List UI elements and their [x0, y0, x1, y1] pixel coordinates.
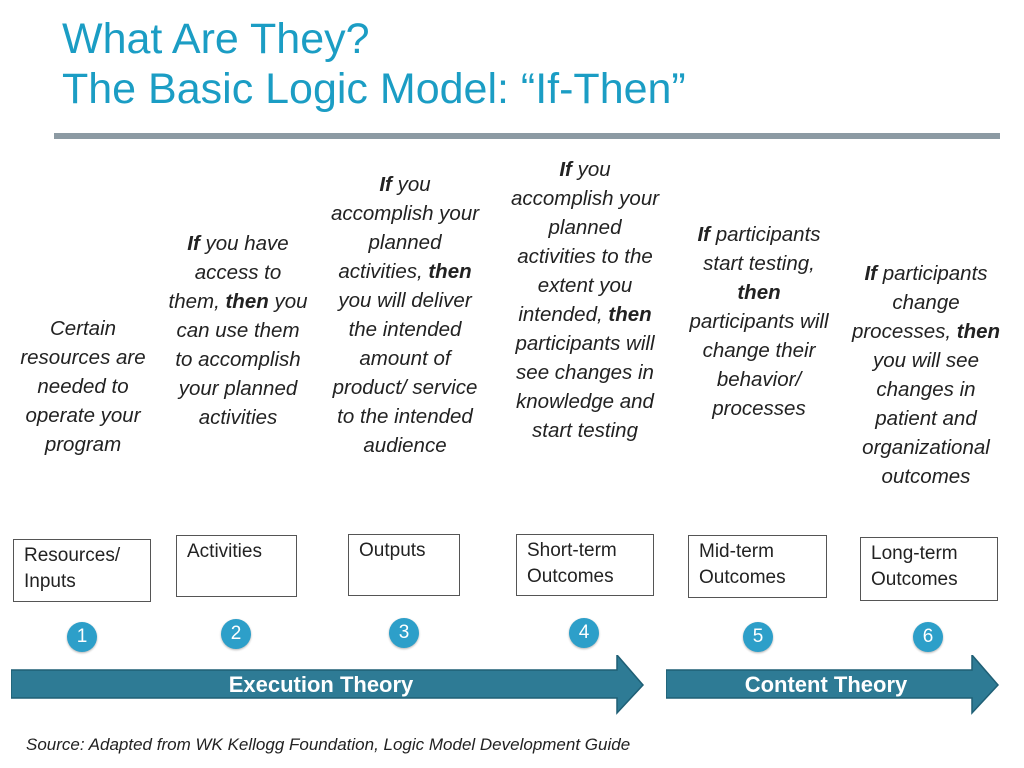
- column-1-text: Certain resources are needed to operate …: [16, 314, 150, 459]
- activities-box: Activities: [176, 535, 297, 597]
- source-citation: Source: Adapted from WK Kellogg Foundati…: [26, 735, 631, 754]
- title-line-1: What Are They?: [62, 15, 370, 63]
- step-number-6: 6: [913, 622, 943, 652]
- step-number-4: 4: [569, 618, 599, 648]
- emphasis-keyword: then: [225, 290, 269, 313]
- content-theory-arrow: [666, 655, 1000, 715]
- emphasis-keyword: If: [187, 232, 200, 255]
- step-number-3: 3: [389, 618, 419, 648]
- text-segment: you will deliver the intended amount of …: [332, 289, 478, 457]
- step-number-1: 1: [67, 622, 97, 652]
- box-label-line-2: Outcomes: [527, 566, 614, 587]
- box-label-line-1: Mid-term: [699, 541, 774, 562]
- emphasis-keyword: then: [428, 260, 472, 283]
- execution-theory-label: Execution Theory: [228, 672, 414, 697]
- text-segment: you can use them to accomplish your plan…: [175, 290, 308, 429]
- title-line-2: The Basic Logic Model: “If-Then”: [62, 65, 686, 113]
- emphasis-keyword: If: [864, 262, 877, 285]
- text-segment: you will see changes in patient and orga…: [862, 349, 990, 488]
- column-5-text: If participants start testing, then part…: [686, 220, 832, 423]
- text-segment: participants will change their behavior/…: [689, 310, 829, 420]
- box-label-line-1: Activities: [187, 541, 262, 562]
- long-term-outcomes-box: Long-term Outcomes: [860, 537, 998, 601]
- text-segment: you accomplish your planned activities t…: [510, 158, 660, 326]
- resources-inputs-box: Resources/ Inputs: [13, 539, 151, 602]
- outputs-box: Outputs: [348, 534, 460, 596]
- text-segment: participants start testing,: [703, 223, 821, 275]
- emphasis-keyword: then: [956, 320, 1001, 343]
- column-3-text: If you accomplish your planned activitie…: [330, 170, 480, 460]
- column-6-text: If participants change processes, then y…: [846, 259, 1006, 491]
- content-theory-label: Content Theory: [744, 672, 908, 697]
- title-divider: [54, 133, 1000, 139]
- step-number-2: 2: [221, 619, 251, 649]
- box-label-line-2: Outcomes: [871, 569, 958, 590]
- execution-theory-arrow: [11, 655, 645, 715]
- emphasis-keyword: then: [608, 303, 652, 326]
- mid-term-outcomes-box: Mid-term Outcomes: [688, 535, 827, 598]
- box-label-line-2: Inputs: [24, 571, 76, 592]
- box-label-line-1: Short-term: [527, 540, 617, 561]
- short-term-outcomes-box: Short-term Outcomes: [516, 534, 654, 596]
- slide-title: What Are They? The Basic Logic Model: “I…: [62, 14, 686, 114]
- emphasis-keyword: If: [379, 173, 392, 196]
- text-segment: Certain resources are needed to operate …: [20, 317, 146, 456]
- text-segment: participants change processes,: [851, 262, 988, 343]
- box-label-line-1: Outputs: [359, 540, 426, 561]
- emphasis-keyword: then: [737, 281, 781, 304]
- box-label-line-1: Resources/: [24, 545, 121, 566]
- emphasis-keyword: If: [559, 158, 572, 181]
- text-segment: you have access to them,: [168, 232, 289, 313]
- box-label-line-1: Long-term: [871, 543, 958, 564]
- emphasis-keyword: If: [697, 223, 710, 246]
- text-segment: you accomplish your planned activities,: [330, 173, 480, 283]
- column-4-text: If you accomplish your planned activitie…: [508, 155, 662, 445]
- text-segment: participants will see changes in knowled…: [515, 332, 655, 442]
- column-2-text: If you have access to them, then you can…: [168, 229, 308, 432]
- step-number-5: 5: [743, 622, 773, 652]
- box-label-line-2: Outcomes: [699, 567, 786, 588]
